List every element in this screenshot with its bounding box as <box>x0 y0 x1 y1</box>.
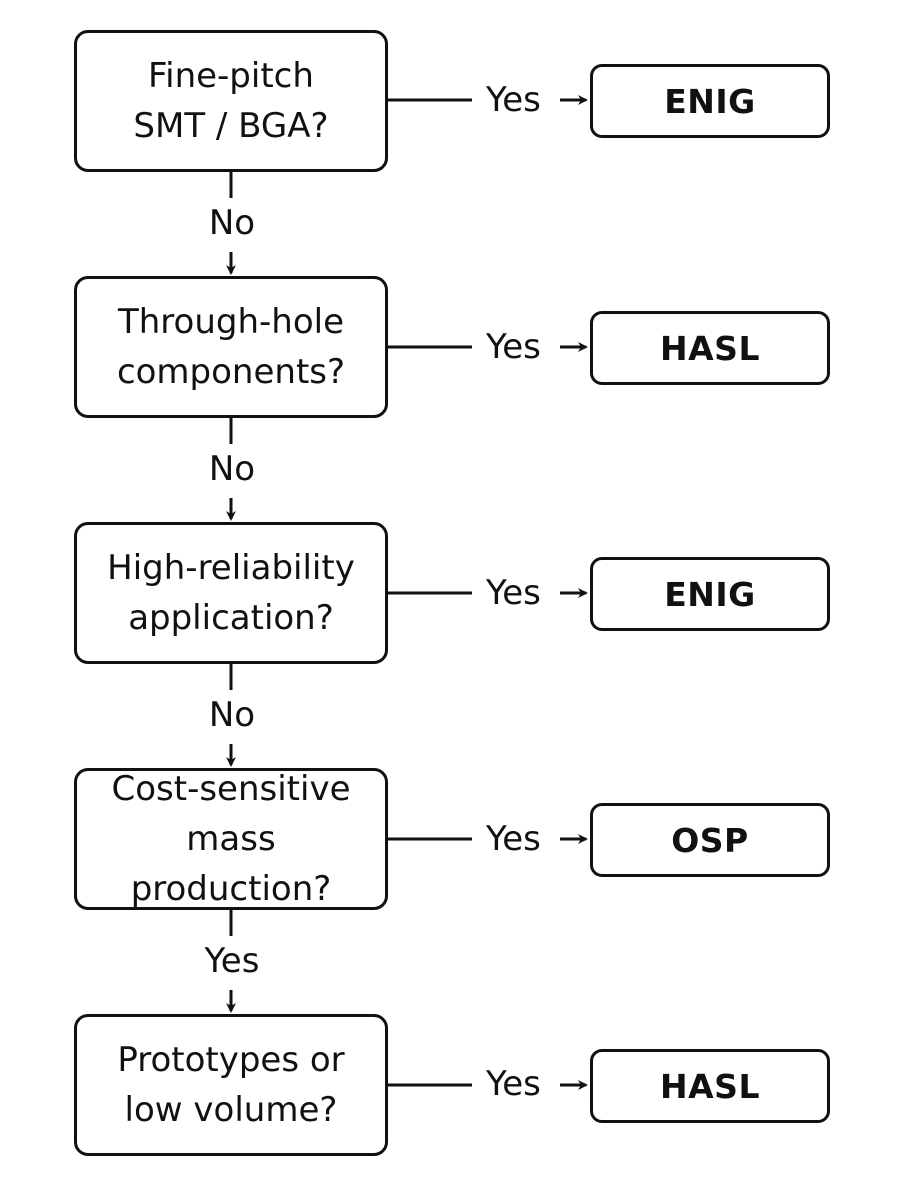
decision-question: Fine-pitch SMT / BGA? <box>127 51 334 151</box>
decision-box-cost-sensitive: Cost-sensitive mass production? <box>74 768 388 910</box>
branch-label-yes: Yes <box>486 80 550 120</box>
connector-label-no: No <box>192 695 272 735</box>
decision-question-line-2: low volume? <box>124 1090 338 1130</box>
result-label: HASL <box>660 328 760 368</box>
decision-box-prototypes: Prototypes or low volume? <box>74 1014 388 1156</box>
decision-question: High-reliability application? <box>101 543 361 643</box>
branch-label-yes: Yes <box>486 327 550 367</box>
decision-question-line-1: Prototypes or <box>117 1040 345 1080</box>
decision-box-through-hole: Through-hole components? <box>74 276 388 418</box>
decision-box-fine-pitch: Fine-pitch SMT / BGA? <box>74 30 388 172</box>
result-box-hasl: HASL <box>590 1049 830 1123</box>
decision-question-line-2: SMT / BGA? <box>133 106 329 146</box>
connector-label-no: No <box>192 449 272 489</box>
result-box-hasl: HASL <box>590 311 830 385</box>
result-label: ENIG <box>664 574 756 614</box>
result-box-osp: OSP <box>590 803 830 877</box>
connector-label-no: No <box>192 203 272 243</box>
decision-question-line-2: application? <box>128 598 334 638</box>
result-box-enig: ENIG <box>590 557 830 631</box>
decision-question: Prototypes or low volume? <box>111 1035 350 1135</box>
result-label: OSP <box>671 820 749 860</box>
decision-question-line-1: Fine-pitch <box>148 56 314 96</box>
branch-label-yes: Yes <box>486 573 550 613</box>
decision-question: Cost-sensitive mass production? <box>77 764 385 914</box>
decision-question: Through-hole components? <box>111 297 351 397</box>
result-label: HASL <box>660 1066 760 1106</box>
connector-label-yes: Yes <box>192 941 272 981</box>
branch-label-yes: Yes <box>486 1064 550 1104</box>
result-label: ENIG <box>664 81 756 121</box>
decision-question-line-2: mass production? <box>130 819 332 909</box>
decision-question-line-1: Cost-sensitive <box>111 769 351 809</box>
decision-question-line-2: components? <box>116 352 346 392</box>
result-box-enig: ENIG <box>590 64 830 138</box>
branch-label-yes: Yes <box>486 819 550 859</box>
decision-question-line-1: High-reliability <box>107 548 355 588</box>
decision-box-high-reliability: High-reliability application? <box>74 522 388 664</box>
decision-question-line-1: Through-hole <box>117 302 344 342</box>
